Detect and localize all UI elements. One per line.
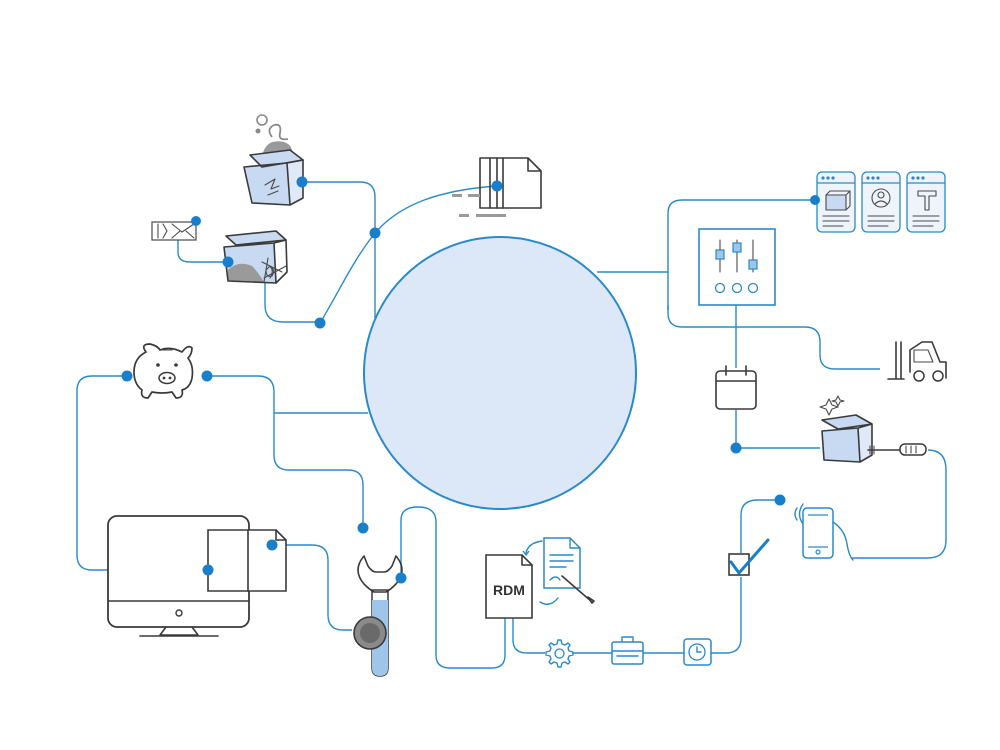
checkbox-icon [728, 538, 770, 576]
wire-envelope [177, 240, 228, 263]
new-box-screwdriver-icon [819, 395, 927, 463]
connector-dots [121, 176, 820, 584]
forklift-icon [887, 341, 947, 382]
piggy-bank-icon [133, 343, 194, 399]
rdm-document-icon: RDM [485, 554, 533, 619]
calendar-icon [715, 365, 757, 410]
wire-wrench-rdm [400, 506, 506, 669]
product-cards-icon [816, 171, 946, 233]
briefcase-icon [611, 636, 644, 665]
control-panel-sliders-icon [698, 228, 776, 306]
central-hub [363, 236, 637, 510]
clock-icon [683, 638, 712, 666]
wire-screwdriver-phone [852, 449, 947, 559]
wire-piggy-right [207, 375, 364, 528]
envelope-tag-icon [151, 221, 197, 241]
wire-rdm-gear [512, 615, 545, 654]
connector-lines [76, 181, 947, 669]
wire-forklift [667, 305, 880, 370]
dusty-box-cobweb-icon [223, 230, 288, 284]
wire-dusty-box [264, 275, 320, 323]
wire-clock-check [711, 577, 742, 654]
wire-cards [667, 199, 815, 310]
wrench-test-tube-icon [353, 555, 403, 677]
smoking-broken-box-icon [243, 114, 304, 206]
contract-signing-icon [522, 537, 595, 605]
wire-phone-check [740, 499, 780, 553]
wire-broken-box [302, 181, 376, 318]
wire-monitor-wrench [272, 544, 352, 631]
rdm-label: RDM [493, 582, 525, 598]
document-pages-icon [452, 157, 542, 217]
gear-icon [545, 639, 574, 668]
smartphone-hand-icon [794, 503, 854, 561]
wire-calendar-down [735, 410, 820, 449]
wire-piggy-left [76, 375, 208, 571]
desktop-monitor-icon [107, 515, 287, 637]
